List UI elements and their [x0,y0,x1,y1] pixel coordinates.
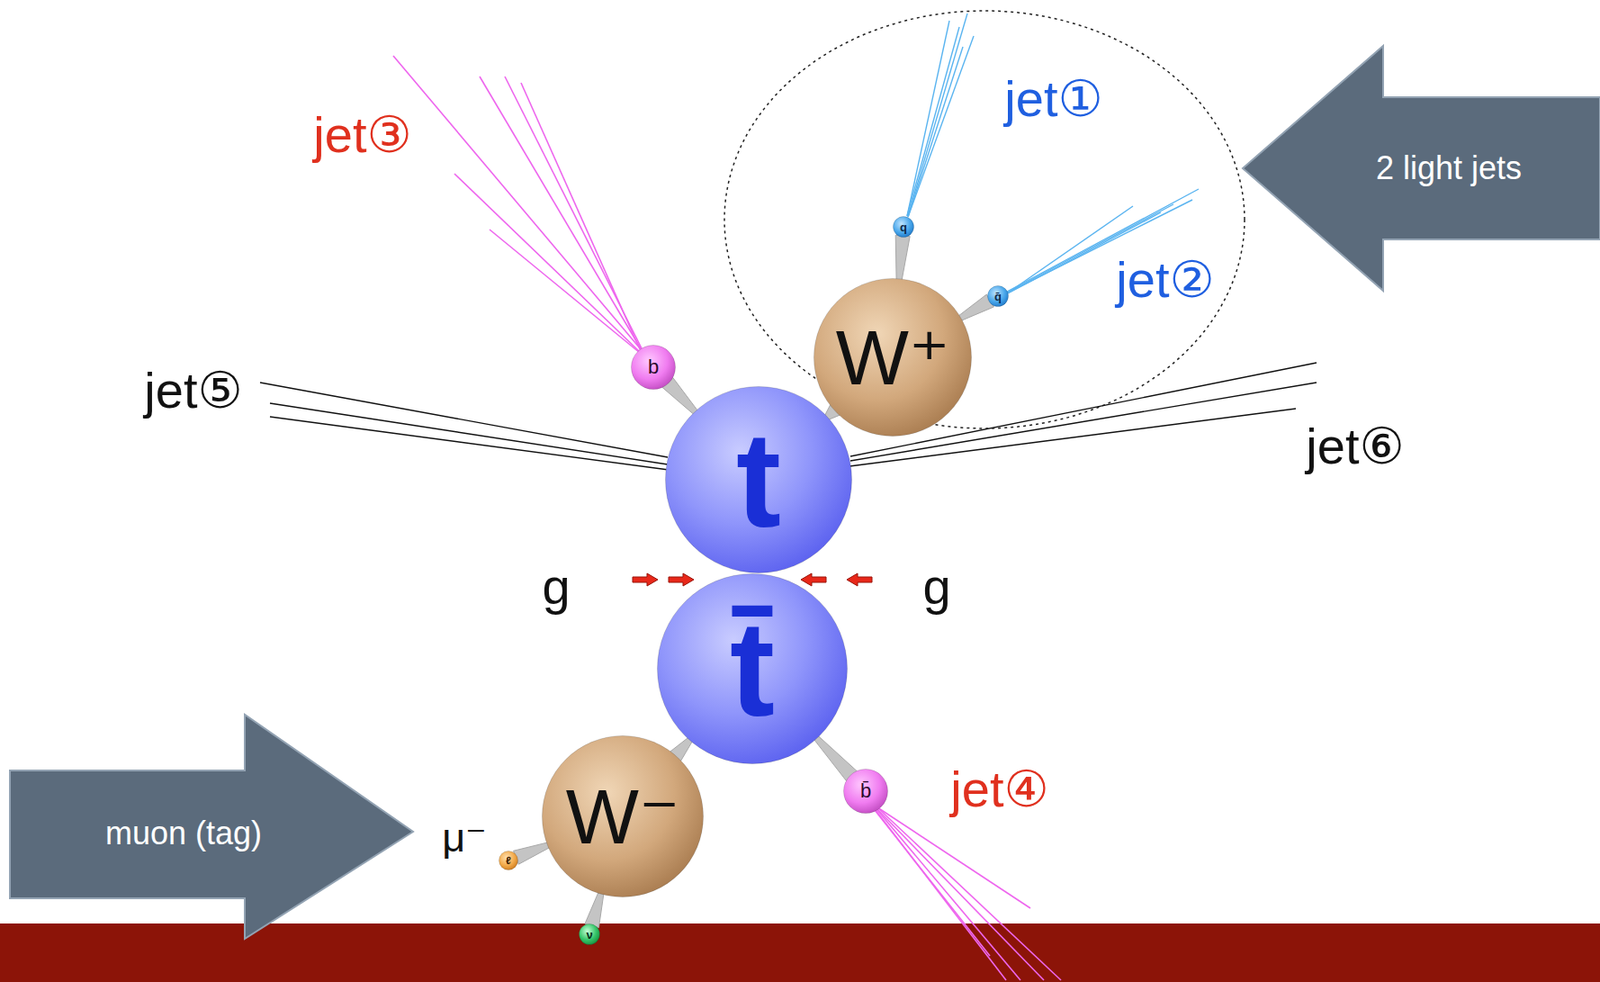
jet-label: jet② [1115,254,1214,306]
dashed-ellipse [724,10,1245,429]
footer-band [0,923,1600,982]
decay-cone [513,842,550,864]
jet-label: jet① [1004,73,1103,125]
bbar-jet-lines [874,807,1061,980]
particle-disc [665,386,853,574]
arrow-label: 2 light jets [1375,152,1522,185]
particle-symbol: ℓ [505,854,512,866]
particle-symbol: ν [585,928,593,941]
jet-label: g [541,561,570,612]
particle-circle: t̄ [656,573,848,765]
particle-circle: b [630,344,676,390]
decay-link [895,234,910,280]
callout-arrow: muon (tag) [9,714,414,939]
b-jet-lines [393,55,643,353]
decay-link [513,842,550,864]
particle-symbol: q [899,221,908,234]
arrow-body [1242,45,1600,291]
particle-disc [844,769,889,814]
arrow-body [9,714,414,939]
jet-label: jet⑥ [1305,421,1404,472]
arrow-label: muon (tag) [105,817,262,850]
particle-circle: W⁺ [813,278,972,437]
particle-circle: W⁻ [541,735,704,898]
particle-circle: q̄ [987,285,1009,307]
particle-disc [631,345,676,390]
particle-circle: q [892,215,915,238]
particle-circle: t [665,386,853,574]
particle-symbol: W⁻ [566,777,681,855]
particle-disc [893,216,915,238]
particle-symbol: b̄ [860,781,872,801]
particle-symbol: q̄ [994,290,1002,303]
particle-symbol: t̄ [729,601,775,737]
particle-symbol: W⁺ [835,318,951,396]
particle-disc [579,924,601,945]
jet-label: jet③ [313,109,412,161]
particle-circle: ℓ [498,850,519,871]
particle-disc [542,736,704,898]
jet-label: jet④ [950,764,1049,815]
particle-disc [657,574,848,765]
jet-label: μ⁻ [441,817,487,858]
decay-link [813,735,857,781]
particle-symbol: t [736,412,782,548]
decay-link [584,891,604,928]
callout-arrow: 2 light jets [1242,45,1600,291]
decay-cone [895,234,910,280]
particle-circle: ν [578,923,601,945]
particle-symbol: b [647,357,659,378]
decay-cone [813,735,857,781]
light-jet-lines [907,13,1199,294]
particle-disc [814,278,972,437]
jet-label: jet⑤ [143,365,243,416]
decay-cone [584,891,604,928]
particle-circle: b̄ [843,768,889,814]
particle-disc [499,851,519,871]
particle-disc [988,286,1009,307]
jet-label: g [922,561,951,612]
